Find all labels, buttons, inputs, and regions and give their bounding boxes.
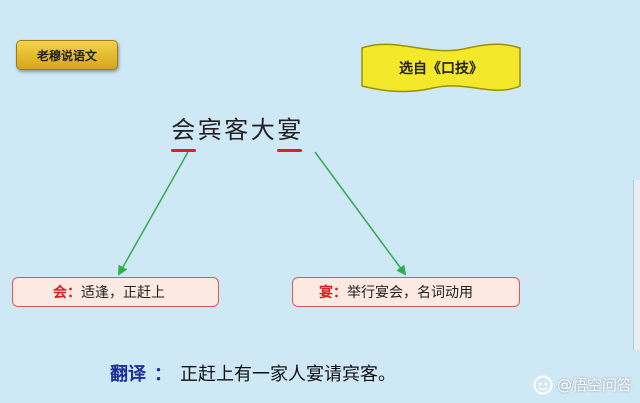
- author-badge: 老穆说语文: [16, 40, 118, 70]
- arrow-yan: [314, 151, 407, 276]
- wukong-logo-icon: [533, 375, 553, 394]
- definition-yan: 宴： 举行宴会，名词动用: [292, 277, 520, 307]
- phrase: 会 宾 客 大 宴: [170, 110, 303, 152]
- flag-shape: [361, 43, 521, 93]
- phrase-char-da: 大: [250, 116, 275, 144]
- source-flag: 选自《口技》: [358, 40, 524, 96]
- source-label: 选自《口技》: [399, 61, 483, 77]
- watermark-text: @悟空问答: [556, 376, 632, 394]
- definition-meaning: 举行宴会，名词动用: [347, 285, 473, 301]
- definition-meaning: 适逢，正赶上: [81, 285, 165, 301]
- scrollbar[interactable]: [633, 180, 640, 350]
- translation-text: 正赶上有一家人宴请宾客。: [180, 364, 396, 385]
- definition-hui: 会： 适逢，正赶上: [12, 277, 219, 307]
- translation: 翻译 ： 正赶上有一家人宴请宾客。: [110, 360, 396, 386]
- translation-colon: ：: [154, 364, 172, 385]
- phrase-char-yan: 宴: [276, 110, 303, 152]
- phrase-char-hui: 会: [170, 110, 197, 152]
- arrow-hui: [118, 151, 189, 276]
- definition-term: 宴：: [319, 285, 347, 301]
- translation-label: 翻译: [110, 364, 146, 385]
- watermark: @悟空问答: [533, 374, 632, 395]
- phrase-char-ke: 客: [224, 116, 249, 144]
- definition-term: 会：: [53, 285, 81, 301]
- phrase-char-bin: 宾: [197, 116, 222, 144]
